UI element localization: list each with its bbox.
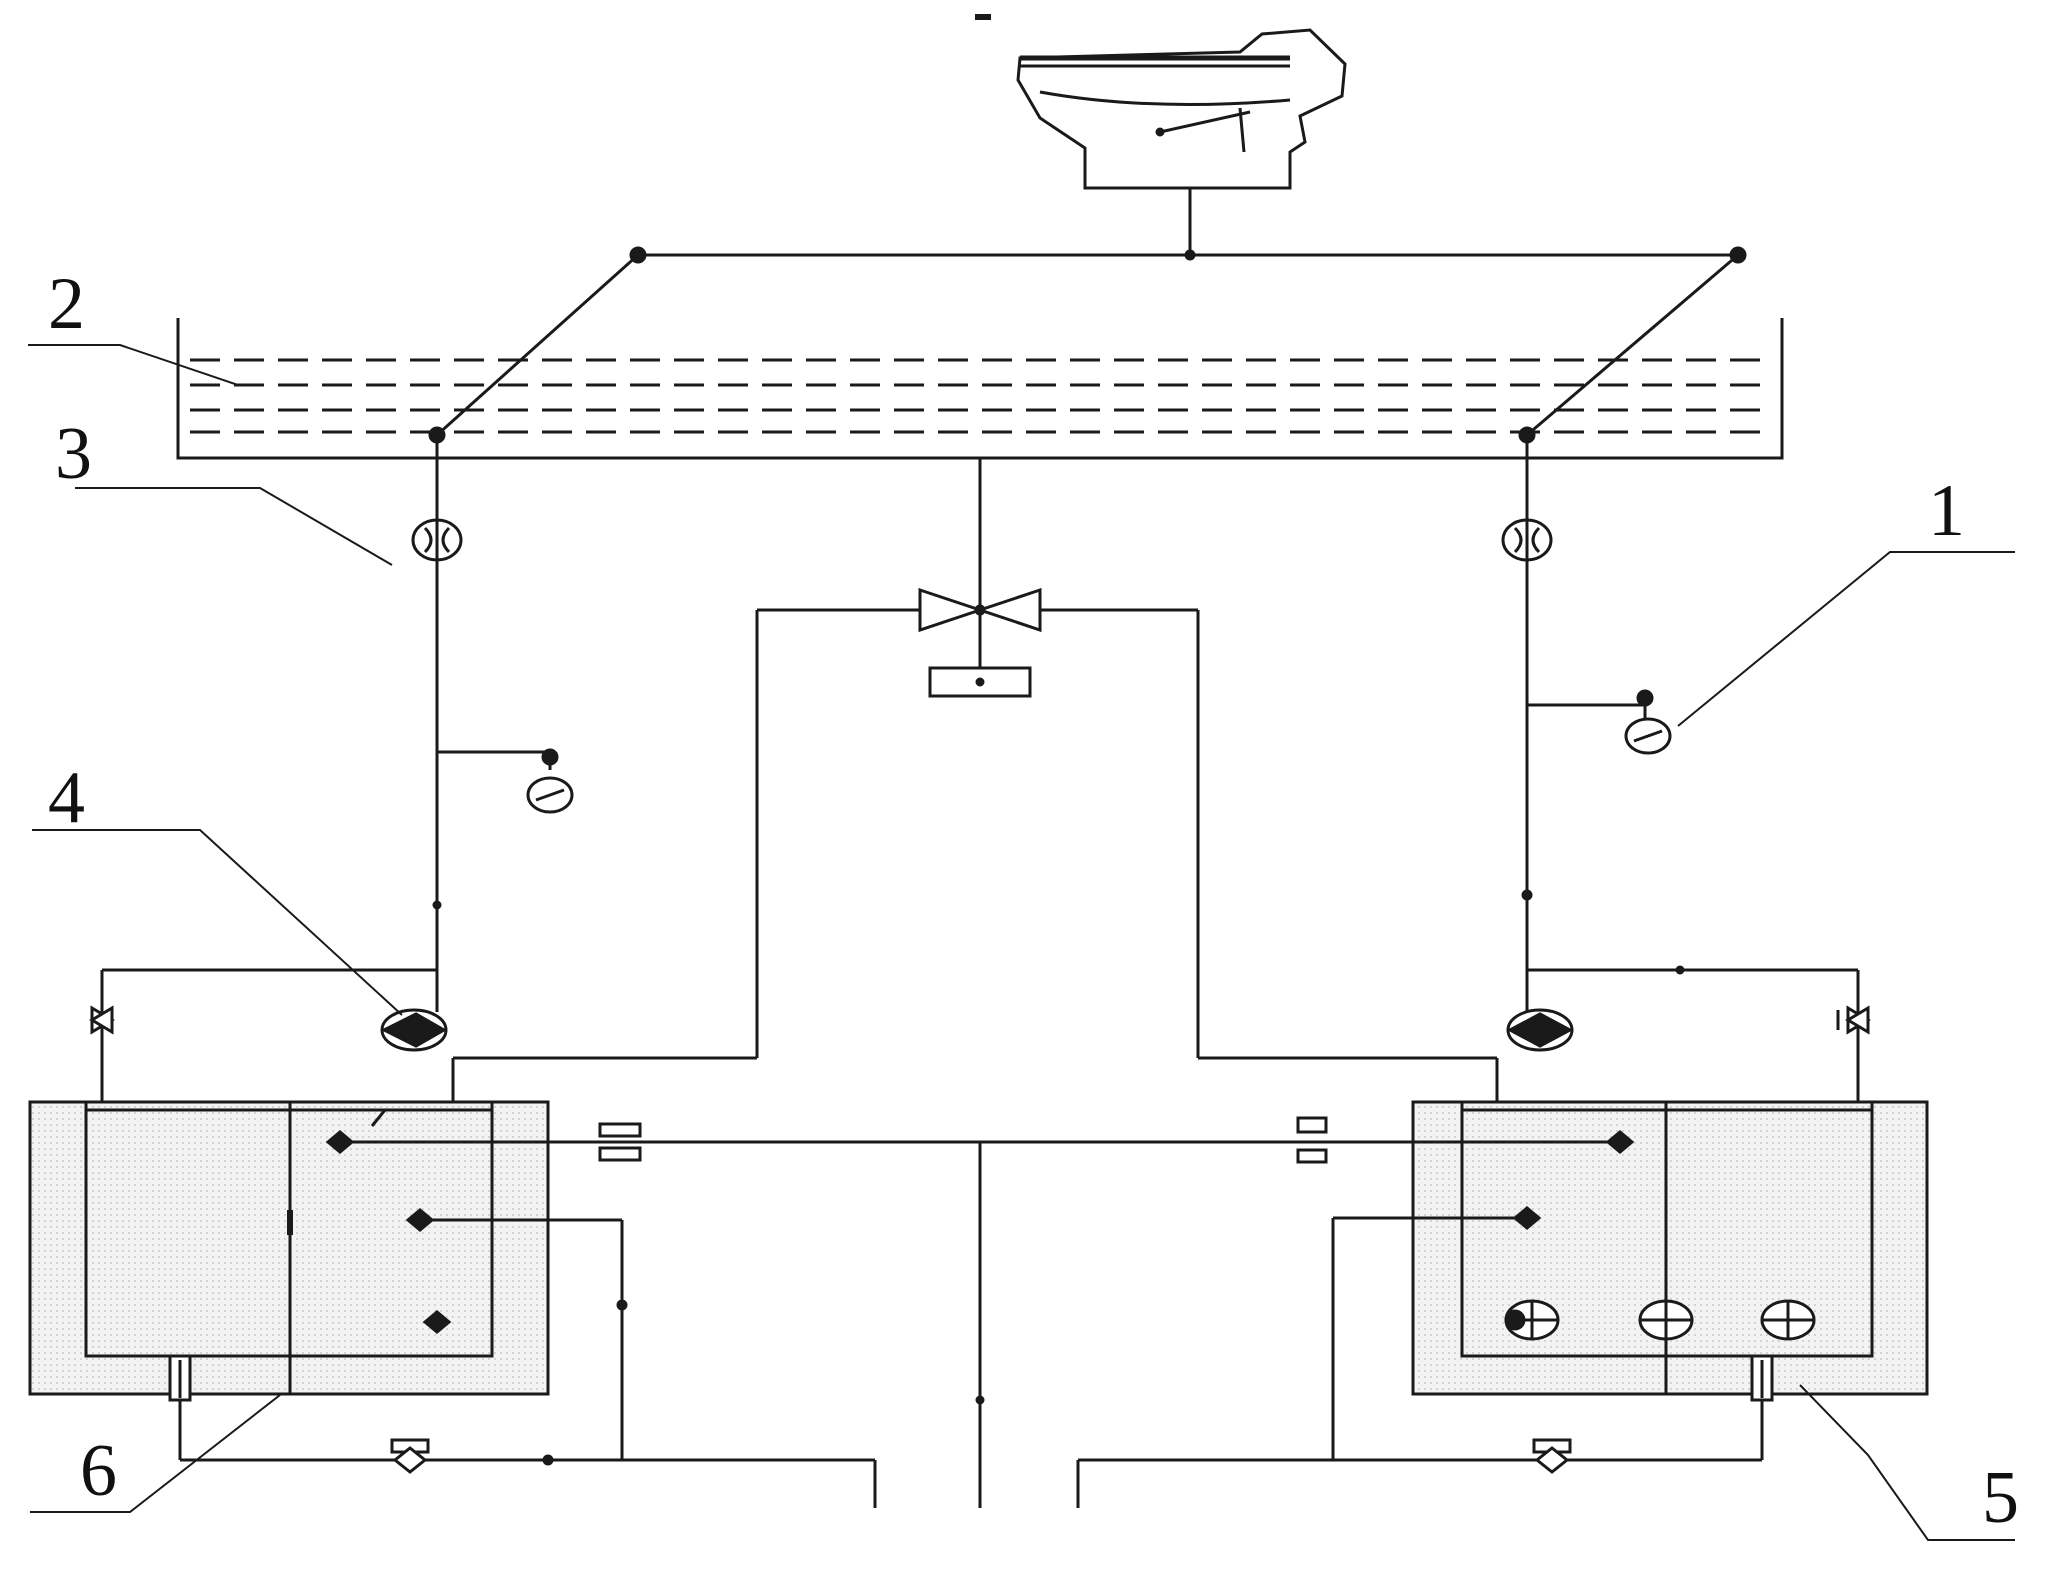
callout-label-3: 3 bbox=[55, 413, 92, 495]
left-collection-box bbox=[28, 1100, 550, 1402]
toilet-icon bbox=[975, 14, 1347, 255]
right-pressure-gauge bbox=[1624, 689, 1672, 755]
callout-label-5: 5 bbox=[1982, 1457, 2019, 1539]
right-collection-box bbox=[1411, 1100, 1929, 1402]
left-pressure-gauge bbox=[526, 748, 574, 814]
right-drain-valve bbox=[1532, 1438, 1572, 1474]
left-cross-valve bbox=[598, 1122, 642, 1162]
callout-label-6: 6 bbox=[80, 1430, 117, 1512]
callout-label-4: 4 bbox=[48, 757, 85, 839]
right-cross-valve bbox=[1296, 1116, 1328, 1164]
top-distribution-pipe bbox=[435, 246, 1747, 437]
left-bypass-valve bbox=[89, 1005, 115, 1035]
left-drain-valve bbox=[390, 1438, 430, 1474]
left-flow-meter bbox=[411, 518, 463, 562]
three-way-valve bbox=[918, 458, 1042, 698]
right-pump bbox=[1506, 1008, 1574, 1052]
left-pump bbox=[380, 1008, 448, 1052]
leader-lines bbox=[28, 344, 2015, 1541]
water-tank bbox=[176, 318, 1784, 460]
callout-label-2: 2 bbox=[48, 263, 85, 345]
callout-label-1: 1 bbox=[1928, 470, 1965, 552]
right-flow-meter bbox=[1501, 518, 1553, 562]
right-bypass-valve bbox=[1836, 1005, 1871, 1035]
